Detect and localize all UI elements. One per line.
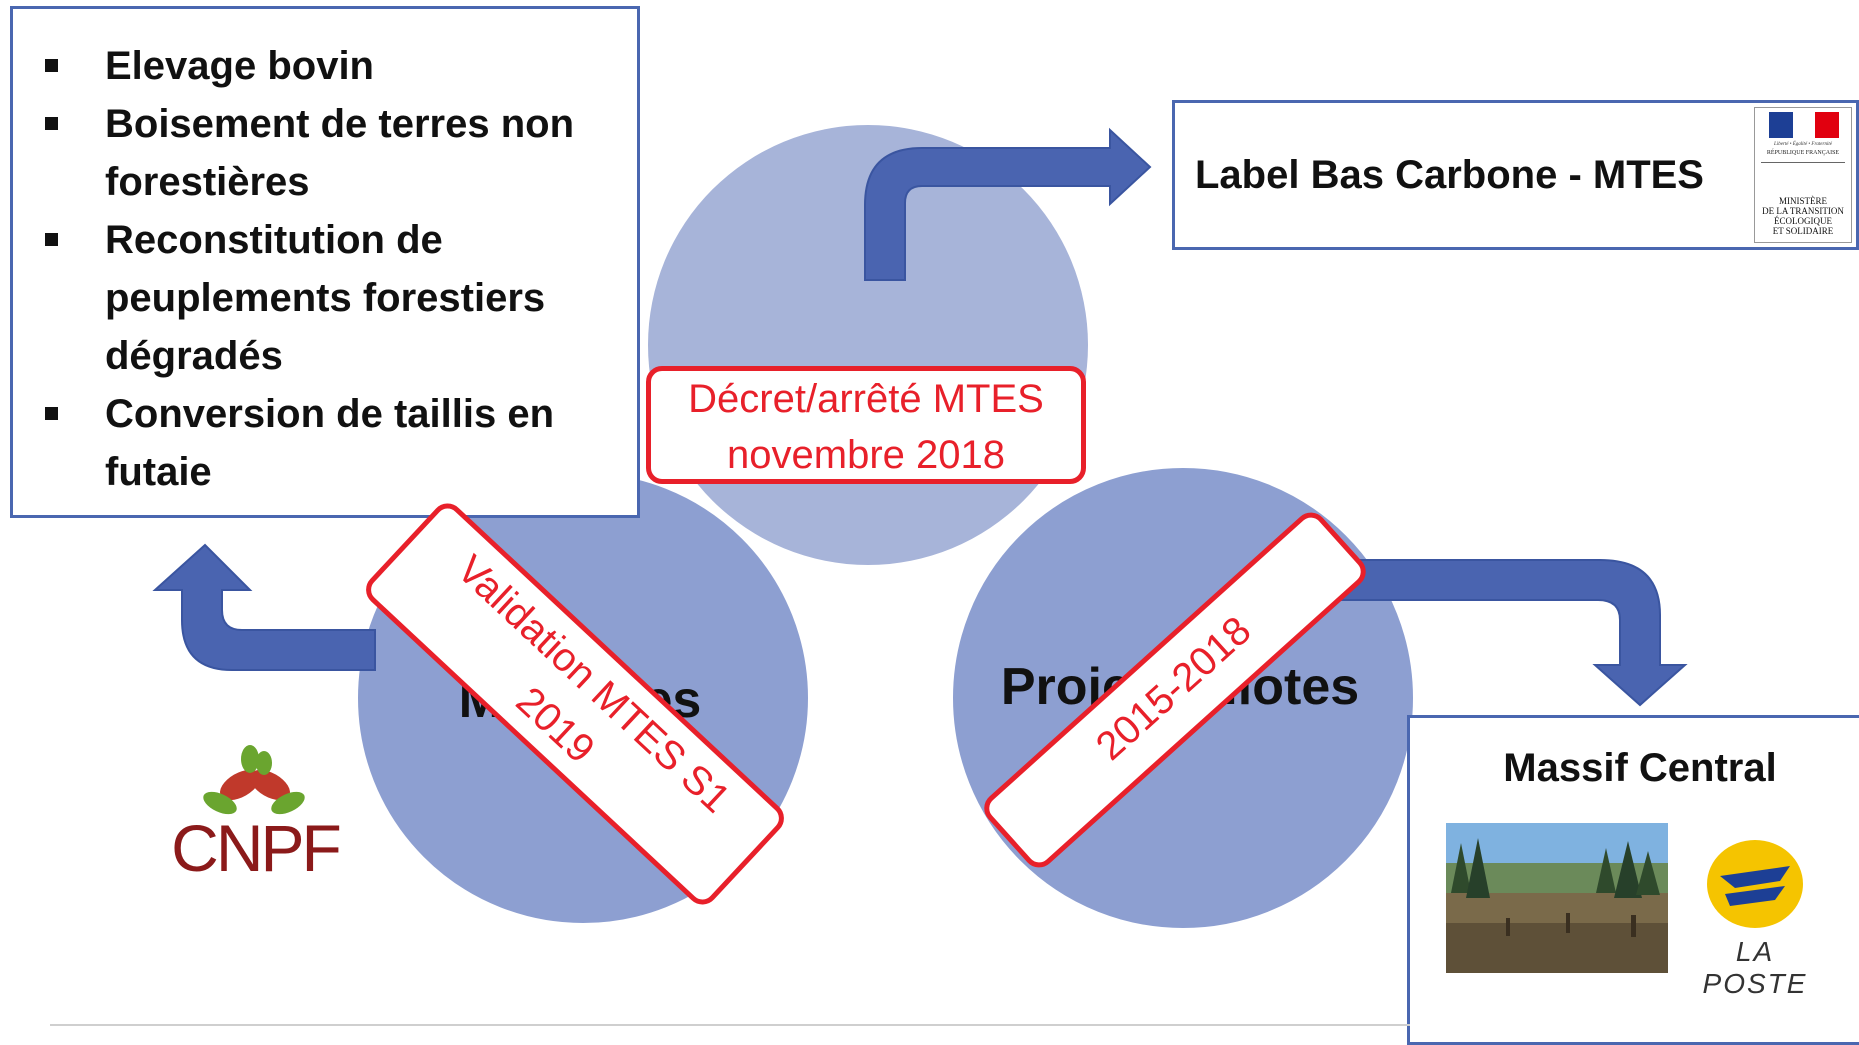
- list-item: Boisement de terres non forestières: [45, 95, 617, 211]
- list-item: Reconstitution de peuplements forestiers…: [45, 211, 617, 385]
- label-bas-carbone-text: Label Bas Carbone - MTES: [1195, 153, 1704, 197]
- ministry-logo: Liberté • Égalité • Fraternité RÉPUBLIQU…: [1754, 107, 1852, 243]
- list-item: Elevage bovin: [45, 37, 617, 95]
- label-bas-carbone-box: Label Bas Carbone - MTES Liberté • Égali…: [1172, 100, 1859, 250]
- bullet-icon: [45, 117, 58, 130]
- cnpf-text: CNPF: [171, 811, 342, 885]
- forest-photo: [1446, 823, 1668, 973]
- arrow-to-label-icon: [864, 127, 1152, 281]
- la-poste-logo: LA POSTE: [1680, 836, 1830, 999]
- arrow-to-massif-icon: [1334, 559, 1688, 707]
- divider: [50, 1024, 1410, 1026]
- massif-central-title: Massif Central: [1503, 746, 1777, 790]
- massif-central-box: Massif Central LA POSTE: [1407, 715, 1859, 1045]
- cnpf-logo: CNPF: [170, 745, 342, 885]
- stamp-decret: Décret/arrêté MTES novembre 2018: [646, 366, 1086, 484]
- french-flag-icon: [1769, 112, 1839, 138]
- arrow-to-list-icon: [152, 543, 376, 671]
- bullet-icon: [45, 59, 58, 72]
- list-item: Conversion de taillis en futaie: [45, 385, 617, 501]
- bullet-icon: [45, 407, 58, 420]
- methods-list-box: Elevage bovin Boisement de terres non fo…: [10, 6, 640, 518]
- bullet-icon: [45, 233, 58, 246]
